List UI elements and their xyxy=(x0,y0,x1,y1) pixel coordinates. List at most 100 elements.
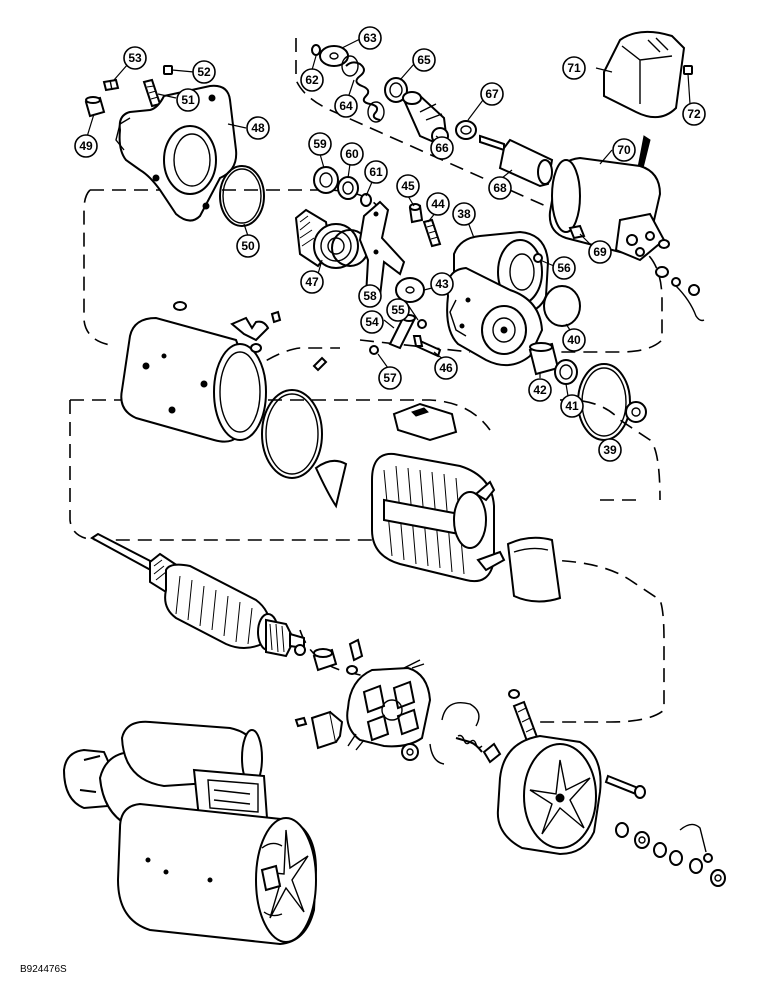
nut-52 xyxy=(163,65,173,75)
bushing-49 xyxy=(84,96,106,118)
callout-label: 53 xyxy=(128,51,142,65)
callout-38: 38 xyxy=(452,202,476,226)
ring-62 xyxy=(311,44,321,56)
through-bolt xyxy=(604,774,646,799)
callout-label: 57 xyxy=(383,371,397,385)
bushing-42 xyxy=(528,342,560,376)
callout-48: 48 xyxy=(246,116,270,140)
terminal-hardware xyxy=(615,822,726,887)
callout-65: 65 xyxy=(412,48,436,72)
callout-label: 67 xyxy=(485,87,499,101)
callout-51: 51 xyxy=(176,88,200,112)
end-frame xyxy=(496,734,602,856)
callout-label: 54 xyxy=(365,315,379,329)
callout-63: 63 xyxy=(358,26,382,50)
callout-57: 57 xyxy=(378,366,402,390)
seal-41 xyxy=(554,359,578,385)
plunger-66 xyxy=(402,91,449,145)
callout-69: 69 xyxy=(588,240,612,264)
spring-64 xyxy=(341,55,385,123)
pole-shoe xyxy=(392,402,458,442)
callout-43: 43 xyxy=(430,272,454,296)
brush-bracket xyxy=(294,710,344,750)
callout-41: 41 xyxy=(560,394,584,418)
armature xyxy=(90,532,305,658)
callout-72: 72 xyxy=(682,102,706,126)
frame-small-pin xyxy=(312,356,328,372)
pin-51 xyxy=(142,78,162,108)
nose-housing-48 xyxy=(115,84,238,222)
cover-71 xyxy=(603,30,686,119)
callout-40: 40 xyxy=(562,328,586,352)
callout-61: 61 xyxy=(364,160,388,184)
frame-screw-top xyxy=(173,301,187,311)
callout-label: 44 xyxy=(431,197,445,211)
field-o-ring xyxy=(261,389,323,479)
middle-dashed-group-outline xyxy=(69,399,661,541)
callout-42: 42 xyxy=(528,378,552,402)
callout-46: 46 xyxy=(434,356,458,380)
callout-label: 69 xyxy=(593,245,607,259)
callout-47: 47 xyxy=(300,270,324,294)
callout-label: 49 xyxy=(79,139,93,153)
o-ring-40 xyxy=(543,285,581,327)
screw-53 xyxy=(102,78,120,92)
leader-lines xyxy=(85,37,691,441)
o-ring-50 xyxy=(219,165,265,227)
ring-61 xyxy=(360,193,372,207)
ring-60 xyxy=(337,176,359,200)
callout-64: 64 xyxy=(334,94,358,118)
callout-59: 59 xyxy=(308,132,332,156)
brush-clip xyxy=(482,742,502,764)
pin-44 xyxy=(422,218,442,248)
callout-label: 45 xyxy=(401,179,415,193)
callout-67: 67 xyxy=(480,82,504,106)
screw-72 xyxy=(683,65,693,75)
callout-label: 58 xyxy=(363,289,377,303)
callout-label: 48 xyxy=(251,121,265,135)
pinion-drive-47 xyxy=(294,208,369,269)
solenoid-nuts xyxy=(655,239,700,296)
ring-55 xyxy=(417,319,427,329)
ring-57 xyxy=(369,345,379,355)
callout-71: 71 xyxy=(562,56,586,80)
callout-label: 40 xyxy=(567,333,581,347)
ring-65 xyxy=(384,77,408,103)
callout-label: 63 xyxy=(363,31,377,45)
washer-63 xyxy=(319,45,349,67)
callout-53: 53 xyxy=(123,46,147,70)
callout-44: 44 xyxy=(426,192,450,216)
callout-label: 39 xyxy=(603,443,617,457)
bushing-pin xyxy=(346,638,364,675)
upper-dashed-group-outline xyxy=(83,38,663,353)
callout-58: 58 xyxy=(358,284,382,308)
callout-label: 64 xyxy=(339,99,353,113)
callout-label: 59 xyxy=(313,137,327,151)
callout-66: 66 xyxy=(430,136,454,160)
callout-54: 54 xyxy=(360,310,384,334)
terminal-lead xyxy=(679,823,713,863)
callout-label: 51 xyxy=(181,93,195,107)
callout-68: 68 xyxy=(488,176,512,200)
drive-housing-38 xyxy=(446,230,550,367)
solenoid-wire xyxy=(675,285,705,322)
washer-end xyxy=(625,401,647,423)
callout-52: 52 xyxy=(192,60,216,84)
callout-60: 60 xyxy=(340,142,364,166)
figure-id: B924476S xyxy=(20,964,67,975)
callout-label: 42 xyxy=(533,383,547,397)
callout-label: 56 xyxy=(557,261,571,275)
callout-label: 52 xyxy=(197,65,211,79)
plunger-rod-68 xyxy=(479,134,554,188)
callout-55: 55 xyxy=(386,298,410,322)
bushing-45 xyxy=(408,203,424,224)
callout-49: 49 xyxy=(74,134,98,158)
shift-lever-58 xyxy=(358,200,406,297)
brush-holder-plate xyxy=(346,666,432,748)
callout-39: 39 xyxy=(598,438,622,462)
callout-50: 50 xyxy=(236,234,260,258)
field-coils xyxy=(371,452,506,582)
callout-label: 47 xyxy=(305,275,319,289)
callout-label: 71 xyxy=(567,61,581,75)
